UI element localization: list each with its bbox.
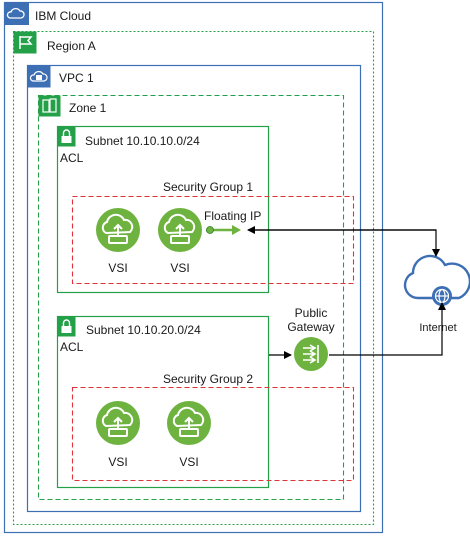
- vsi-icon: [96, 208, 140, 252]
- public-gateway-label-line1: Public: [294, 306, 328, 320]
- internet-label: Internet: [419, 322, 457, 334]
- vsi-icon: [96, 401, 140, 445]
- vsi-icon: [158, 208, 202, 252]
- building-icon: [38, 95, 61, 117]
- security-group-1-label: Security Group 1: [163, 180, 254, 194]
- internet-icon: [403, 254, 470, 306]
- lock-icon: [57, 126, 76, 147]
- vpc-icon: [27, 65, 51, 88]
- subnet-1-boundary: [56, 125, 270, 294]
- public-gateway-label-line2: Gateway: [287, 320, 335, 334]
- vsi-label: VSI: [108, 455, 128, 469]
- floating-ip-connector: [247, 226, 440, 257]
- zone-label: Zone 1: [69, 101, 107, 115]
- security-group-2-boundary: [71, 386, 355, 482]
- security-group-2-label: Security Group 2: [163, 372, 254, 386]
- floating-ip-label: Floating IP: [204, 209, 262, 223]
- vsi-label: VSI: [108, 261, 128, 275]
- ibm-cloud-label: IBM Cloud: [35, 9, 92, 23]
- vsi-icon: [167, 401, 211, 445]
- region-label: Region A: [47, 39, 96, 53]
- vpc-label: VPC 1: [59, 71, 94, 85]
- security-group-1-boundary: [71, 195, 355, 285]
- public-gateway-icon: [294, 337, 328, 371]
- ibm-cloud-boundary: [3, 1, 384, 534]
- vsi-label: VSI: [170, 261, 190, 275]
- zone-boundary: [37, 94, 345, 501]
- subnet-2-acl-label: ACL: [60, 340, 84, 354]
- ibm-cloud-icon: [4, 2, 29, 25]
- subnet-1-label: Subnet 10.10.10.0/24: [85, 134, 200, 148]
- subnet-1-acl-label: ACL: [60, 151, 84, 165]
- region-boundary: [12, 30, 375, 526]
- subnet-2-label: Subnet 10.10.20.0/24: [86, 323, 201, 337]
- vpc-boundary: [26, 64, 362, 513]
- flag-icon: [13, 31, 37, 54]
- subnet-2-boundary: [56, 315, 270, 489]
- lock-icon: [57, 316, 76, 337]
- vsi-label: VSI: [179, 455, 199, 469]
- floating-ip-icon: [206, 225, 241, 235]
- gateway-to-internet-connector: [329, 302, 446, 356]
